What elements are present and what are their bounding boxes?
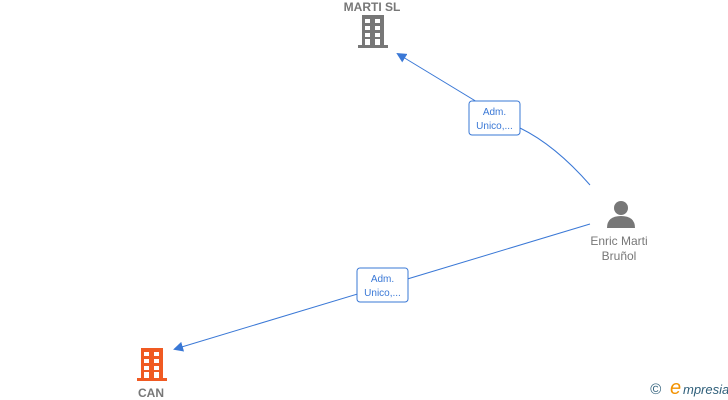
logo-text: mpresia [683, 382, 728, 397]
copyright-icon: © [650, 381, 662, 398]
empresia-logo: © e mpresia [650, 377, 728, 399]
node-label: MARTI SL [344, 0, 401, 14]
person-icon [607, 201, 635, 228]
building-icon [137, 348, 167, 381]
node-label: Bruñol [602, 249, 637, 263]
edge-role-text: Adm. [483, 107, 506, 118]
edge-person-marti-sl [396, 52, 591, 186]
node-label: CAN [138, 386, 164, 400]
edge-role-text: Adm. [371, 274, 394, 285]
building-icon [358, 15, 388, 48]
node-can[interactable]: CAN [137, 348, 167, 400]
edge-role-text: Unico,... [364, 288, 401, 299]
edge-role-text: Unico,... [476, 121, 513, 132]
edge-label-marti-sl[interactable]: Adm. Unico,... [468, 100, 521, 136]
edge-label-can[interactable]: Adm. Unico,... [356, 267, 409, 303]
node-person[interactable]: Enric Marti Bruñol [590, 201, 648, 263]
node-label: Enric Marti [590, 234, 647, 248]
node-marti-sl[interactable]: MARTI SL [344, 0, 401, 48]
logo-initial: e [670, 377, 681, 399]
